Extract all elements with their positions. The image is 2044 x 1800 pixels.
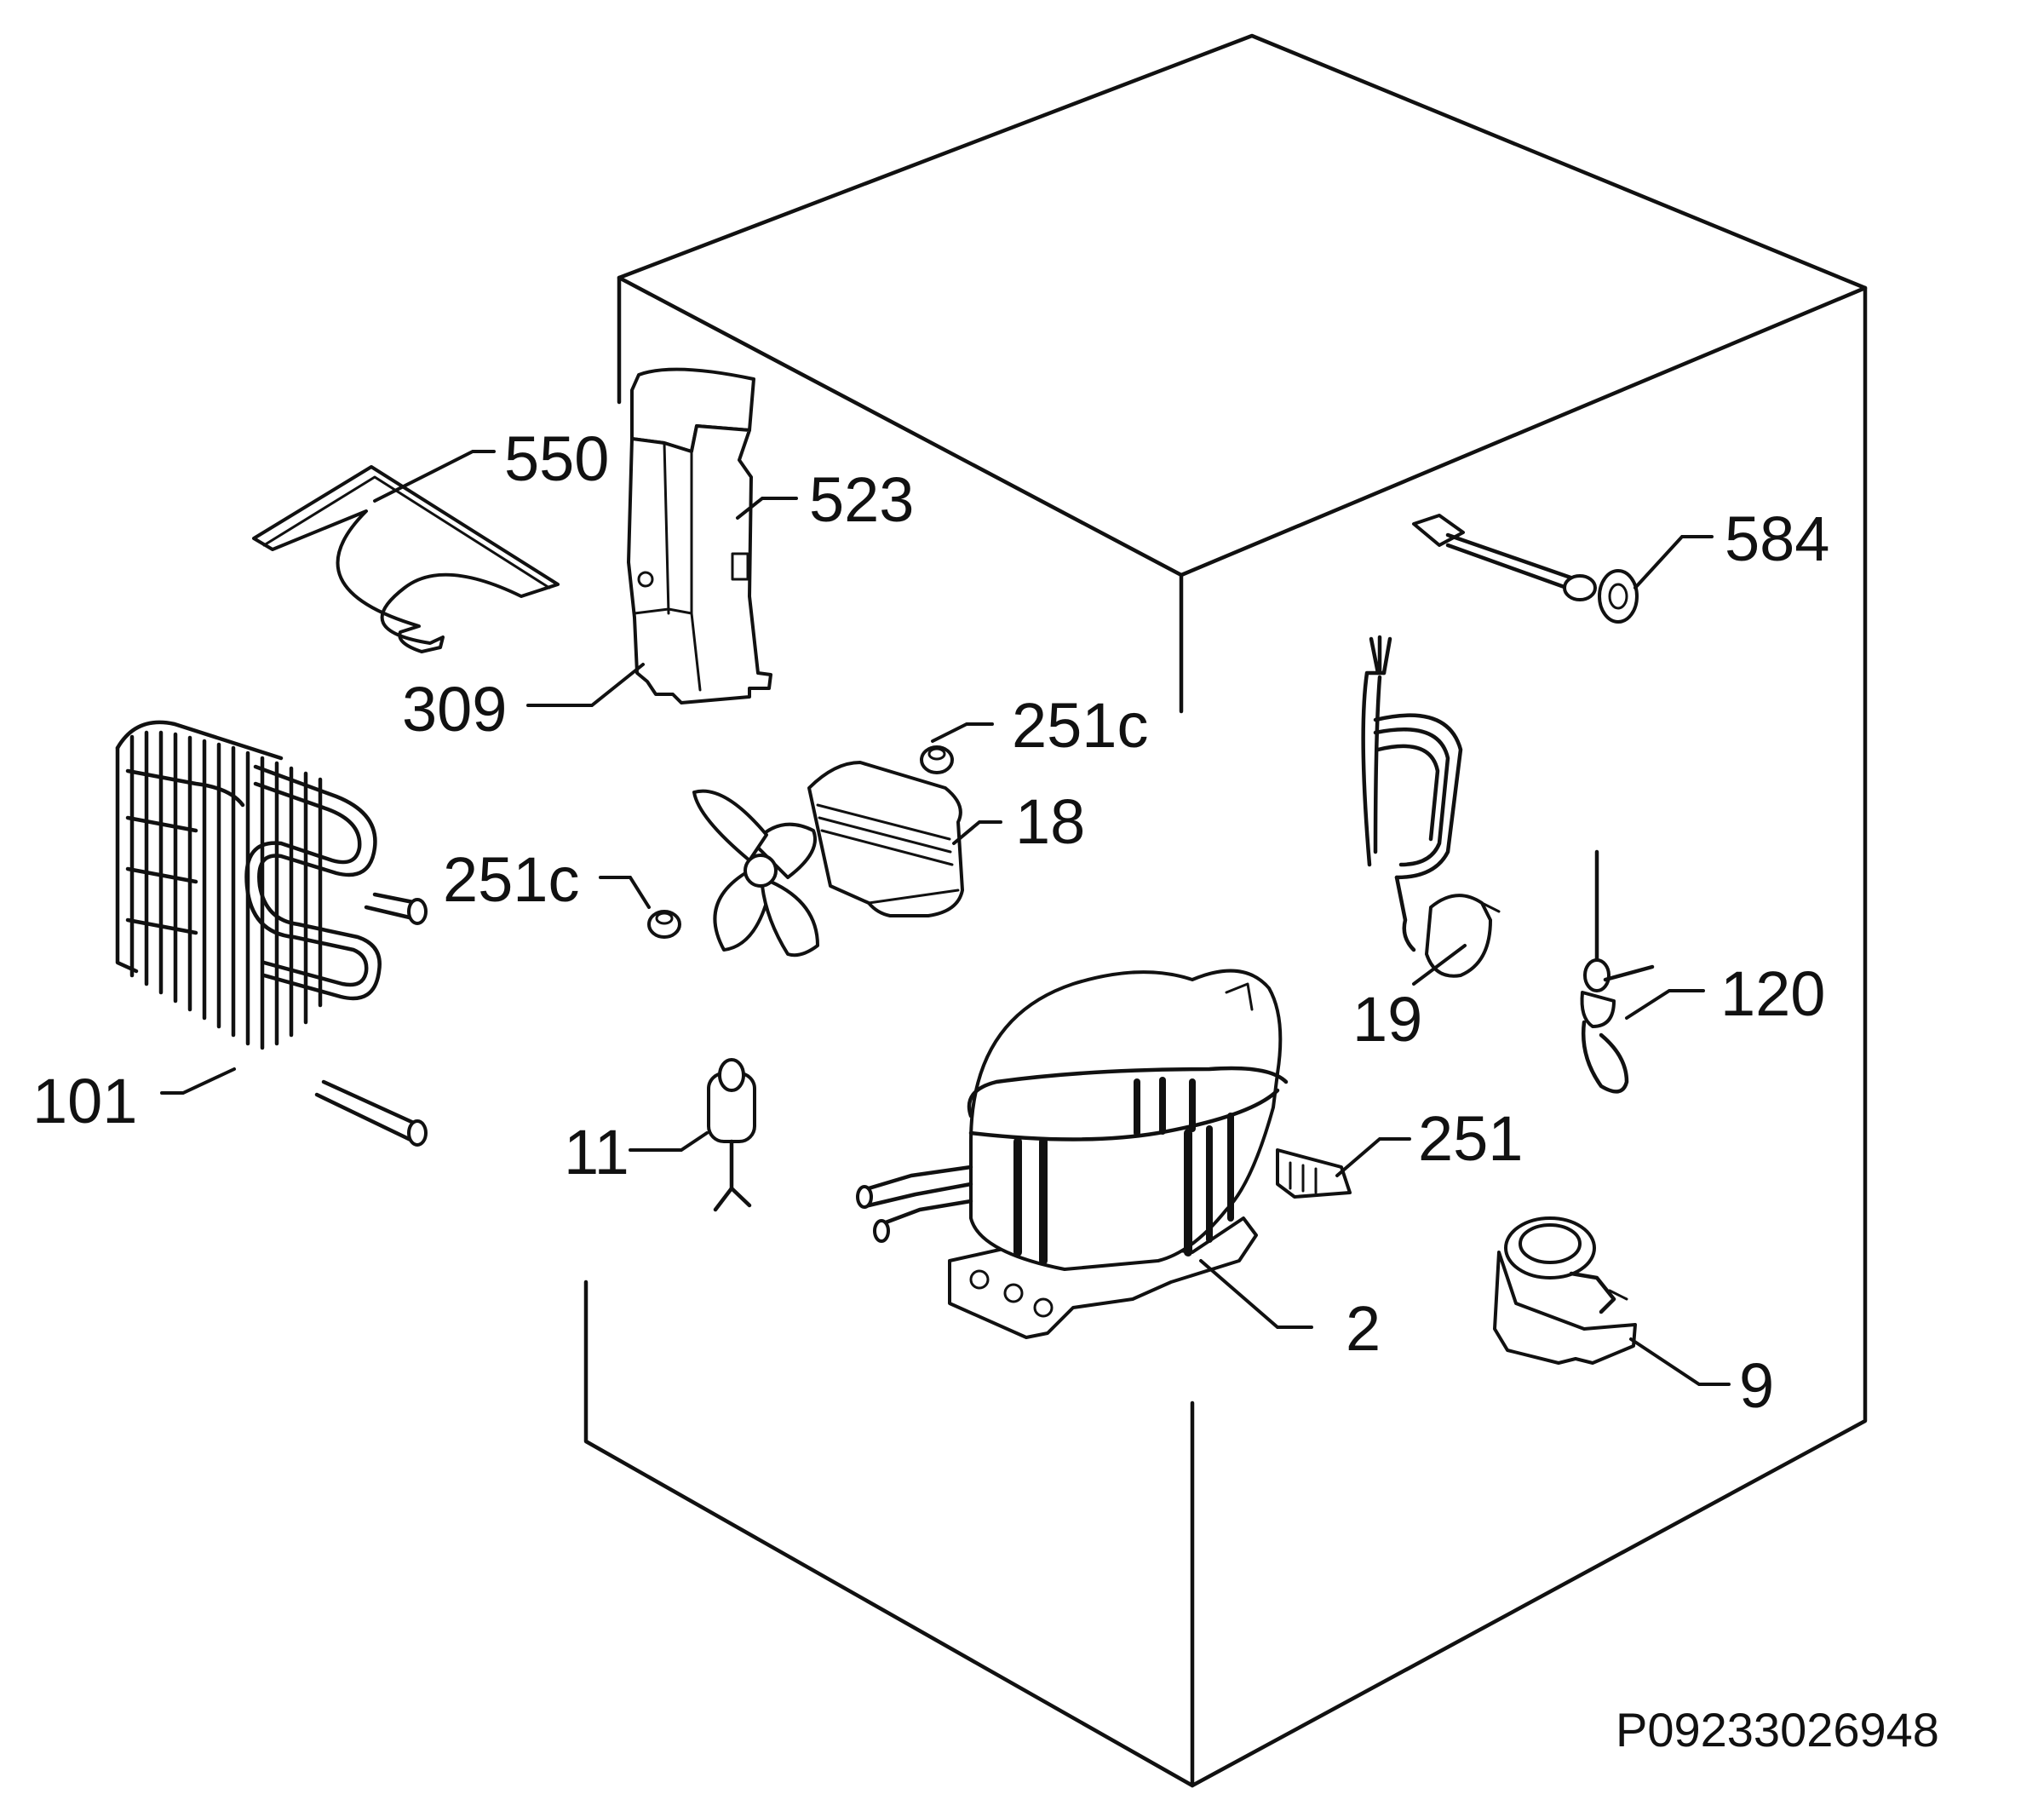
part-251c-grommet-left[interactable] (647, 910, 681, 939)
part-labels: 550 523 309 251c 18 251c 101 11 2 251 9 … (32, 423, 1829, 1421)
label-2: 2 (1346, 1293, 1381, 1364)
part-550-cover[interactable] (252, 465, 560, 653)
label-251c-top: 251c (1012, 690, 1148, 761)
label-309: 309 (402, 674, 507, 745)
label-101: 101 (32, 1066, 137, 1136)
document-code: P09233026948 (1616, 1703, 1939, 1757)
part-251c-grommet-top[interactable] (920, 745, 954, 774)
label-550: 550 (504, 423, 609, 494)
part-523-relay-cover[interactable] (627, 367, 772, 704)
cabinet-outline (583, 33, 1868, 1788)
label-251: 251 (1418, 1103, 1523, 1174)
part-11-filter-drier[interactable] (707, 1058, 756, 1212)
label-251c-left: 251c (443, 844, 579, 915)
label-18: 18 (1015, 786, 1085, 857)
label-19: 19 (1352, 984, 1422, 1055)
part-251-terminal[interactable] (1276, 1148, 1352, 1199)
leader-lines (160, 450, 1731, 1386)
label-120: 120 (1720, 958, 1825, 1029)
part-9-relay-clip[interactable] (1493, 1216, 1637, 1365)
part-19-heater-cable[interactable] (1361, 635, 1501, 978)
part-120-thermostat[interactable] (1580, 849, 1655, 1094)
part-101-condenser[interactable] (115, 720, 428, 1147)
label-9: 9 (1739, 1350, 1774, 1421)
label-523: 523 (809, 464, 914, 535)
label-11: 11 (564, 1117, 629, 1188)
part-584-grommet-pin[interactable] (1412, 514, 1639, 624)
part-18-fan-motor[interactable] (692, 761, 964, 958)
part-2-compressor[interactable] (856, 969, 1289, 1339)
label-584: 584 (1725, 503, 1829, 574)
